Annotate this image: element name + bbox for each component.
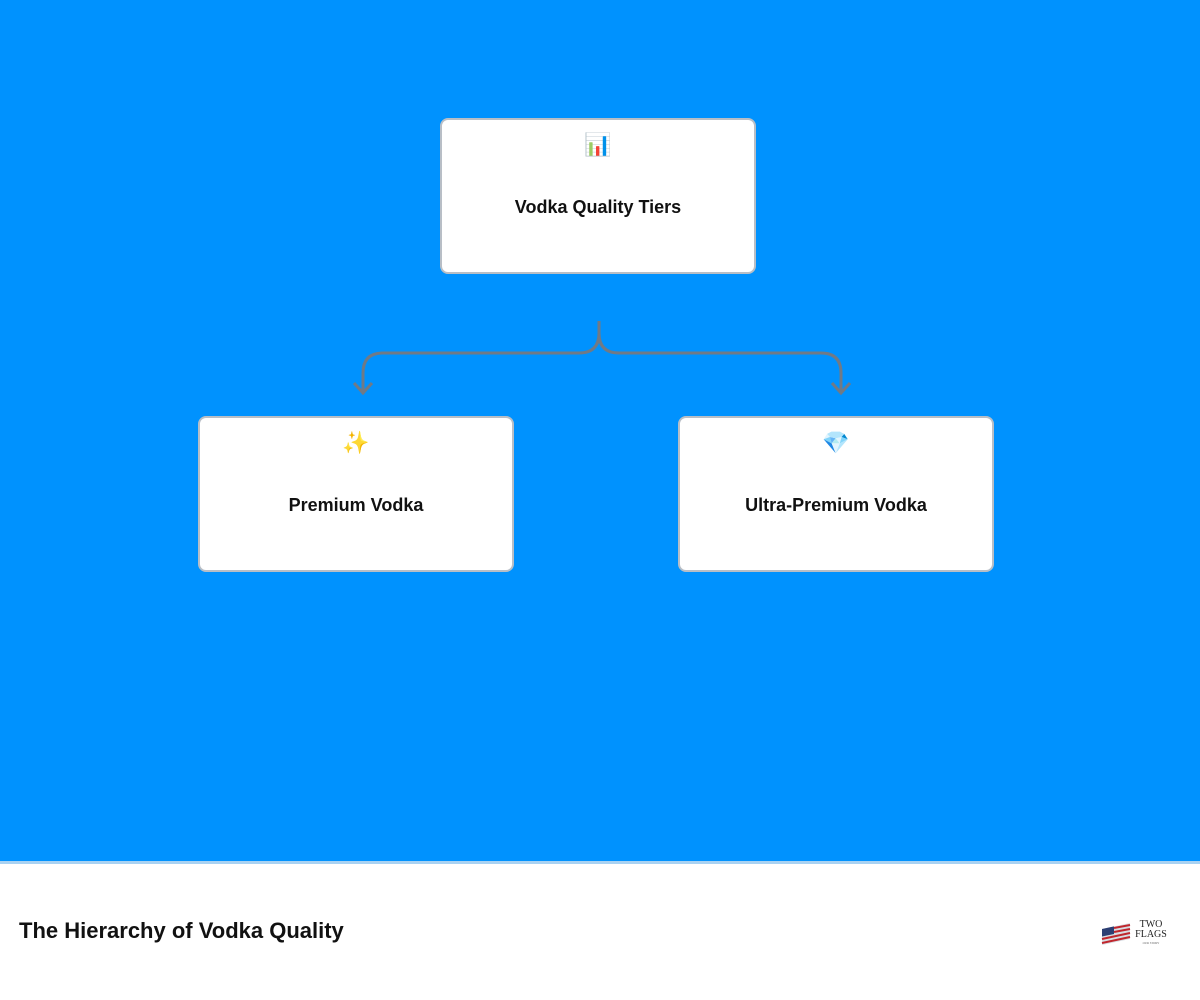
node-vodka-quality-tiers[interactable]: 📊 Vodka Quality Tiers [440, 118, 756, 274]
arrowhead-premium [352, 381, 374, 396]
logo-wordmark: TWO FLAGS [1134, 920, 1168, 940]
node-label: Vodka Quality Tiers [514, 197, 682, 217]
node-label: Premium Vodka [288, 495, 424, 515]
logo-line-2: FLAGS [1135, 929, 1167, 940]
logo-tagline: OUR STORY [1142, 941, 1160, 945]
logo-line-1: TWO [1139, 919, 1163, 930]
sparkles-icon: ✨ [342, 431, 370, 456]
gem-icon: 💎 [822, 431, 850, 456]
connector-lines [352, 321, 852, 396]
node-ultra-premium-vodka[interactable]: 💎 Ultra-Premium Vodka [678, 416, 994, 572]
footer-divider [0, 861, 1200, 864]
bar-chart-icon: 📊 [584, 133, 612, 158]
connector-to-premium [361, 321, 601, 392]
node-label: Ultra-Premium Vodka [745, 495, 927, 515]
connector-to-ultra-premium [597, 321, 843, 392]
two-flags-logo: TWO FLAGS OUR STORY [1100, 918, 1170, 950]
node-premium-vodka[interactable]: ✨ Premium Vodka [198, 416, 514, 572]
page-title: The Hierarchy of Vodka Quality [19, 918, 344, 943]
diagram-canvas: 📊 Vodka Quality Tiers ✨ Premium Vodka 💎 … [0, 0, 1200, 861]
arrowhead-ultra-premium [830, 381, 852, 396]
flag-icon [1101, 923, 1131, 945]
